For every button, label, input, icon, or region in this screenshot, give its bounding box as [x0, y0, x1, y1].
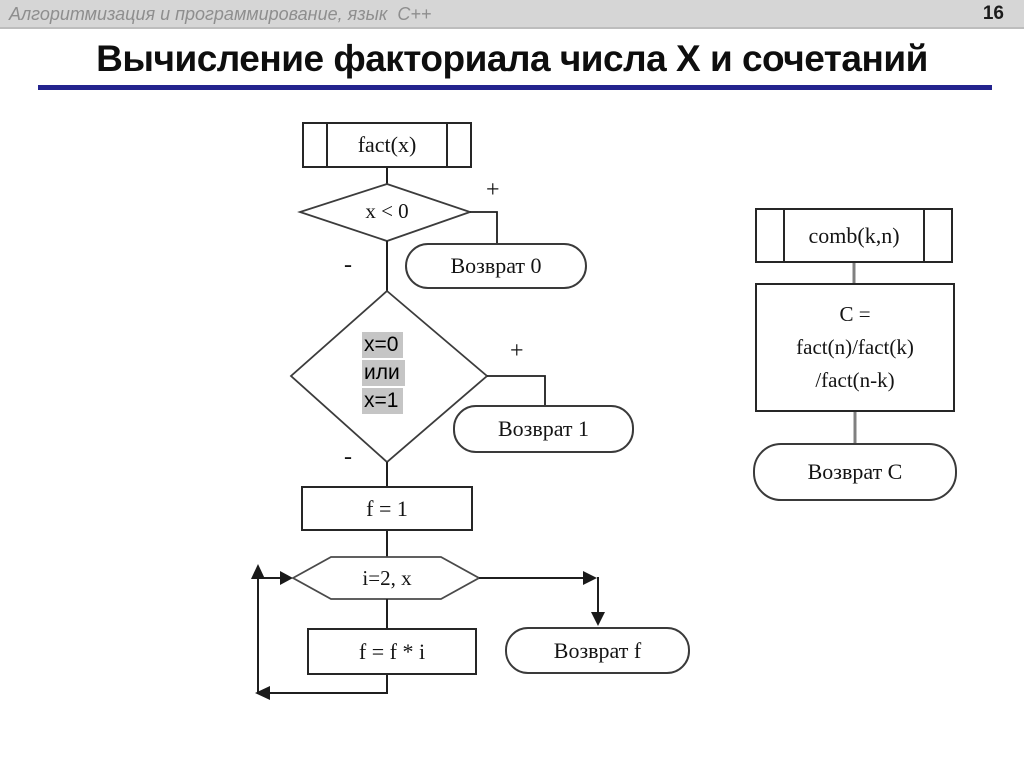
- decision2-condition-line2: или: [362, 360, 405, 386]
- comb-subroutine-label: comb(k,n): [808, 222, 900, 248]
- arrowhead-into-loop: [280, 571, 293, 585]
- loop-body-box: f = f * i: [307, 628, 477, 675]
- decision1-condition: x < 0: [365, 199, 409, 223]
- return-zero-terminator: Возврат 0: [405, 243, 587, 289]
- decision1-true-label: +: [486, 177, 500, 203]
- return-c-terminator: Возврат C: [753, 443, 957, 501]
- arrowhead-loopback-up: [251, 564, 265, 579]
- decision1-false-label: -: [344, 252, 352, 278]
- arrowhead-loopback-left: [255, 686, 270, 700]
- loop-header-label: i=2, x: [362, 566, 412, 590]
- course-title: Алгоритмизация и программирование, язык …: [9, 4, 432, 24]
- return-one-terminator: Возврат 1: [453, 405, 634, 453]
- return-f-label: Возврат f: [553, 637, 642, 663]
- connector-decision2-yes: [487, 375, 546, 405]
- comb-formula-line3: /fact(n-k): [815, 368, 895, 392]
- init-process-label: f = 1: [366, 495, 408, 521]
- subroutine-bar-left: [326, 122, 328, 168]
- return-f-terminator: Возврат f: [505, 627, 690, 674]
- comb-formula-line2: fact(n)/fact(k): [796, 335, 914, 359]
- comb-formula-box: C = fact(n)/fact(k) /fact(n-k): [755, 283, 955, 412]
- connector-decision1-yes: [470, 211, 498, 243]
- return-zero-label: Возврат 0: [450, 253, 542, 278]
- title-underline: [38, 85, 992, 90]
- decision2-condition: x=0 или x=1: [362, 332, 405, 414]
- connector-body-loopback: [259, 675, 388, 694]
- decision2-condition-line1: x=0: [362, 332, 404, 358]
- loop-body-label: f = f * i: [358, 638, 426, 664]
- arrowhead-exit-right: [583, 571, 597, 585]
- comb-formula-line1: C =: [839, 302, 871, 326]
- fact-subroutine-label: fact(x): [357, 132, 417, 157]
- arrowhead-exit-down: [591, 612, 605, 626]
- subroutine-bar-left: [783, 208, 785, 263]
- comb-subroutine-box: comb(k,n): [755, 208, 953, 263]
- fact-subroutine-box: fact(x): [302, 122, 472, 168]
- subroutine-bar-right: [923, 208, 925, 263]
- init-process-box: f = 1: [301, 486, 473, 531]
- header-bar: Алгоритмизация и программирование, язык …: [0, 0, 1024, 29]
- page-number: 16: [982, 3, 1004, 24]
- decision2-true-label: +: [510, 338, 524, 364]
- return-c-label: Возврат C: [807, 459, 903, 484]
- subroutine-bar-right: [446, 122, 448, 168]
- return-one-label: Возврат 1: [497, 416, 590, 441]
- decision2-condition-line3: x=1: [362, 388, 404, 414]
- decision2-false-label: -: [344, 444, 352, 470]
- page-title: Вычисление факториала числа X и сочетани…: [96, 38, 928, 79]
